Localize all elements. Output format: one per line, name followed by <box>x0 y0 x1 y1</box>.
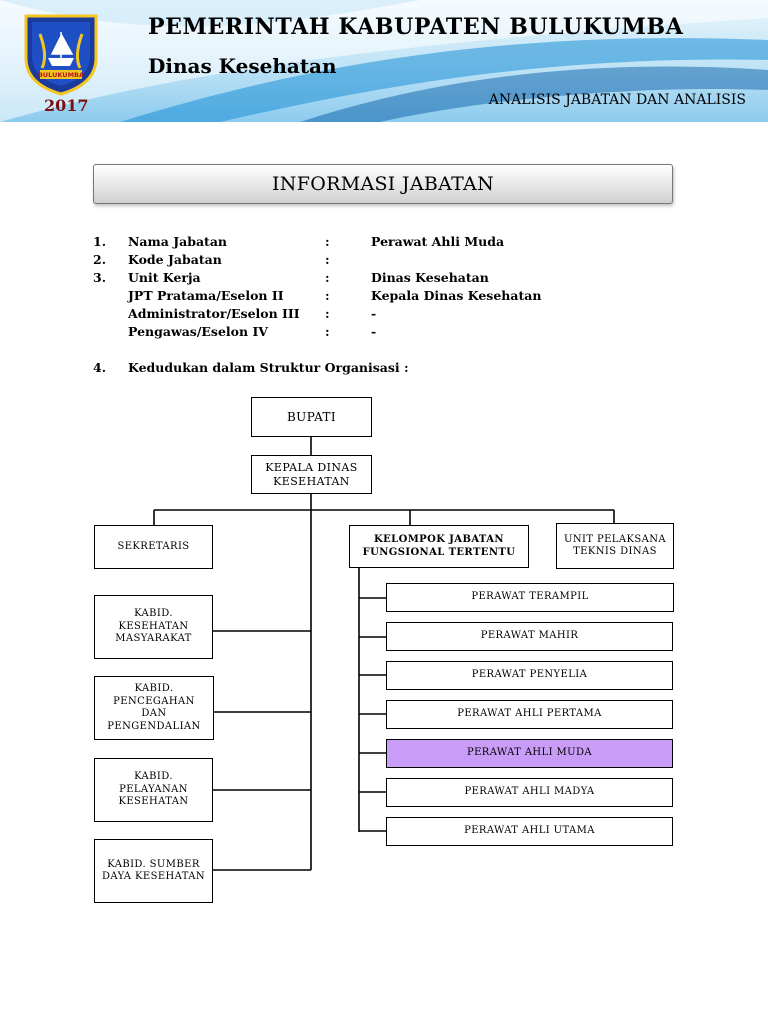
org-box-perawat: PERAWAT AHLI MADYA <box>386 778 673 807</box>
document-header: BULUKUMBA 2017 PEMERINTAH KABUPATEN BULU… <box>0 0 768 122</box>
item-value: - <box>371 306 377 321</box>
item-number: 2. <box>93 252 107 267</box>
item-colon: : <box>325 324 330 339</box>
item-number: 3. <box>93 270 107 285</box>
org-box-sekretaris: SEKRETARIS <box>94 525 213 569</box>
svg-text:BULUKUMBA: BULUKUMBA <box>38 71 84 79</box>
item-label: Kedudukan dalam Struktur Organisasi : <box>128 360 409 375</box>
item-colon: : <box>325 306 330 321</box>
org-box-upt: UNIT PELAKSANA TEKNIS DINAS <box>556 523 674 569</box>
org-box-perawat: PERAWAT PENYELIA <box>386 661 673 690</box>
org-box-perawat: PERAWAT AHLI PERTAMA <box>386 700 673 729</box>
item-value: Kepala Dinas Kesehatan <box>371 288 542 303</box>
item-label: Pengawas/Eselon IV <box>128 324 268 339</box>
year-label: 2017 <box>44 96 89 115</box>
item-label: Unit Kerja <box>128 270 201 285</box>
department-title: Dinas Kesehatan <box>148 54 337 78</box>
item-label: Nama Jabatan <box>128 234 228 249</box>
item-label: Administrator/Eselon III <box>128 306 300 321</box>
section-title-banner: INFORMASI JABATAN <box>93 164 673 204</box>
org-box-kabid: KABID. PENCEGAHAN DAN PENGENDALIAN <box>94 676 214 740</box>
item-colon: : <box>325 234 330 249</box>
org-box-bupati: BUPATI <box>251 397 372 437</box>
item-value: Perawat Ahli Muda <box>371 234 505 249</box>
item-number: 1. <box>93 234 107 249</box>
item-colon: : <box>325 270 330 285</box>
org-box-perawat: PERAWAT AHLI UTAMA <box>386 817 673 846</box>
org-position-heading: 4. Kedudukan dalam Struktur Organisasi : <box>93 360 409 375</box>
org-box-kelompok-fungsional: KELOMPOK JABATAN FUNGSIONAL TERTENTU <box>349 525 529 568</box>
item-value: - <box>371 324 377 339</box>
item-colon: : <box>325 252 330 267</box>
document-subtitle: ANALISIS JABATAN DAN ANALISIS <box>488 92 746 108</box>
org-box-perawat-highlighted: PERAWAT AHLI MUDA <box>386 739 673 768</box>
item-value: Dinas Kesehatan <box>371 270 489 285</box>
header-background-swoosh <box>0 0 768 122</box>
org-box-kabid: KABID. SUMBER DAYA KESEHATAN <box>94 839 213 903</box>
item-number: 4. <box>93 360 107 375</box>
item-colon: : <box>325 288 330 303</box>
org-box-perawat: PERAWAT TERAMPIL <box>386 583 674 612</box>
item-label: JPT Pratama/Eselon II <box>128 288 284 303</box>
item-label: Kode Jabatan <box>128 252 222 267</box>
org-box-kepala-dinas: KEPALA DINAS KESEHATAN <box>251 455 372 494</box>
bulukumba-emblem-logo: BULUKUMBA <box>24 14 98 96</box>
organization-title: PEMERINTAH KABUPATEN BULUKUMBA <box>148 14 684 40</box>
org-box-kabid: KABID. PELAYANAN KESEHATAN <box>94 758 213 822</box>
org-box-perawat: PERAWAT MAHIR <box>386 622 673 651</box>
org-box-kabid: KABID. KESEHATAN MASYARAKAT <box>94 595 213 659</box>
